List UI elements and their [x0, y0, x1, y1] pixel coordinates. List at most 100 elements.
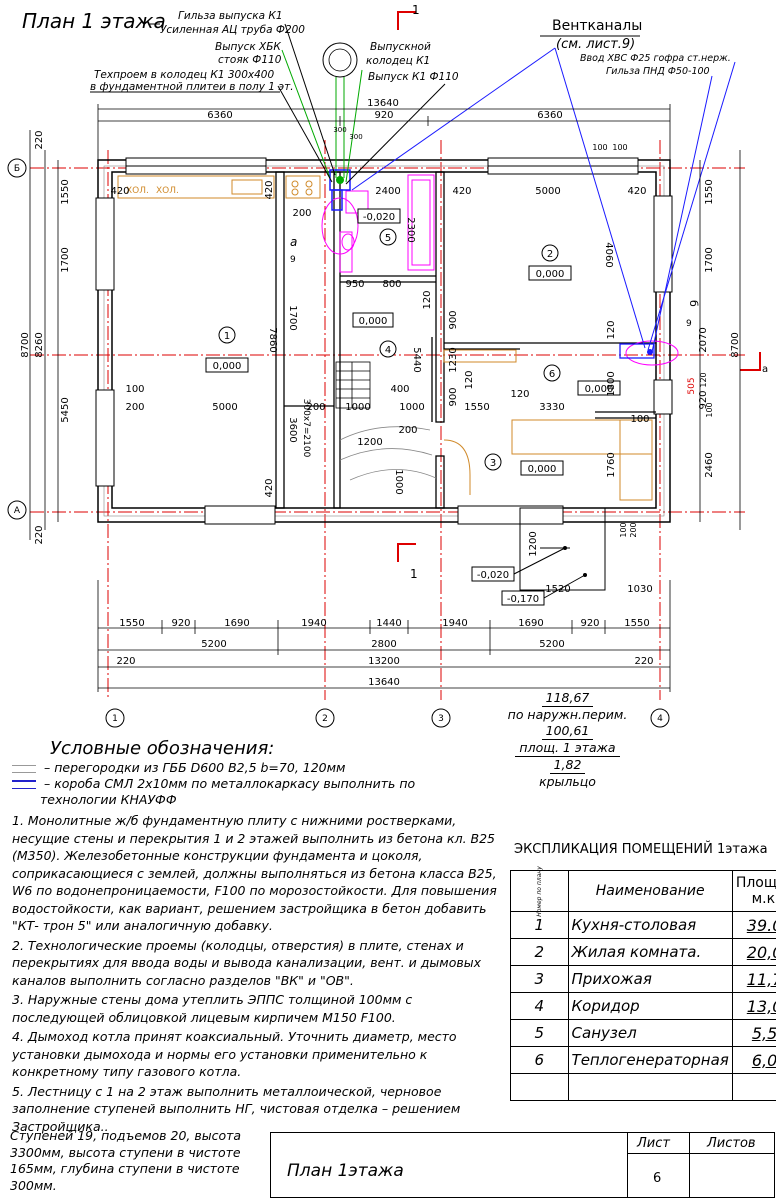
dim-420e: 420 — [264, 478, 275, 497]
callout-kolodec-k1: колодец К1 — [366, 55, 430, 67]
callout-vvod-hvs: Ввод ХВС Ф25 гофра ст.нерж. — [580, 53, 731, 64]
dim-5000b: 5000 — [212, 402, 237, 413]
area-porch: 1,82 — [549, 757, 586, 774]
room-1-level: 0,000 — [213, 361, 242, 372]
legend-item-boxes: – короба СМЛ 2х10мм по металлокаркасу вы… — [12, 776, 415, 792]
kitchen-counter: ХОЛ. ХОЛ. — [117, 175, 321, 199]
fridge-label-1: ХОЛ. — [126, 186, 149, 196]
dim-bottom-r2-0: 5200 — [201, 639, 226, 650]
note-1: 1. Монолитные ж/б фундаментную плиту с н… — [12, 813, 497, 933]
outer-levels: -0,020 -0,170 — [471, 546, 587, 606]
callout-tehproem: Техпроем в колодец К1 300х400 — [94, 69, 274, 81]
dim-right-8700: 8700 — [730, 332, 741, 357]
axis-label-a: А — [14, 506, 21, 516]
callout-tehproem2: в фундаментной плитеи в полу 1 эт. — [90, 81, 294, 93]
dim-right-2460: 2460 — [704, 452, 715, 477]
fridge-label-2: ХОЛ. — [156, 186, 179, 196]
col-num-header: Номер по плану — [510, 866, 569, 916]
partition-symbol-icon — [12, 764, 36, 773]
note-5: 5. Лестницу с 1 на 2 этаж выполнить мета… — [12, 1083, 461, 1134]
dim-top-mid: 920 — [374, 110, 393, 121]
section-mark-b: б — [687, 300, 700, 307]
dim-1030: 1030 — [627, 584, 652, 595]
dim-1000a: 1000 — [345, 402, 370, 413]
dim-420c: 420 — [452, 186, 471, 197]
dim-top-overall: 13640 — [367, 98, 399, 109]
callout-gilza-pnd: Гильза ПНД Ф50-100 — [606, 66, 710, 77]
callout-stoyak: стояк Ф110 — [218, 54, 282, 66]
dim-950: 950 — [345, 279, 364, 290]
plan-title: План 1 этажа — [22, 9, 166, 33]
area-outer-label: по наружн.перим. — [507, 707, 628, 722]
dim-bottom-r1-2: 1690 — [224, 618, 249, 629]
dim-bottom-r2-2: 5200 — [539, 639, 564, 650]
dim-200b: 200 — [125, 402, 144, 413]
dim-100d: 100 — [630, 414, 649, 425]
dim-2070: 2070 — [698, 327, 709, 352]
level-porch-2: -0,170 — [507, 594, 539, 605]
callout-ventkanaly-ref: (см. лист.9) — [556, 37, 635, 52]
dim-100e: 100 — [619, 522, 628, 537]
axis-bubbles — [7, 158, 670, 728]
dim-lines-left — [29, 130, 59, 540]
room-6-num: 6 — [549, 369, 555, 380]
dim-1700a: 1700 — [287, 305, 298, 330]
dim-300x7: 300х7=2100 — [301, 399, 311, 458]
outer-walls — [97, 159, 671, 523]
dim-200d: 200 — [398, 425, 417, 436]
section-mark-top: 1 — [412, 3, 420, 17]
table-row-empty — [510, 1073, 776, 1101]
area-outer: 118,67 — [541, 690, 594, 707]
dim-200c: 200 — [306, 402, 325, 413]
dim-top-300b: 300 — [349, 133, 362, 141]
bathroom-fixtures — [321, 174, 679, 366]
legend-item2-text: – короба СМЛ 2х10мм по металлокаркасу вы… — [43, 776, 416, 791]
stamp-title: План 1этажа — [287, 1161, 404, 1181]
dim-120b: 120 — [464, 370, 475, 389]
dim-1800: 1800 — [606, 371, 617, 396]
dim-420b: 420 — [264, 180, 275, 199]
dim-120a: 120 — [422, 290, 433, 309]
dim-5000a: 5000 — [535, 186, 560, 197]
dim-1550: 1550 — [464, 402, 489, 413]
dim-bottom-r1-1: 920 — [171, 618, 190, 629]
axis-label-1: 1 — [112, 714, 118, 724]
dim-900a: 900 — [448, 310, 459, 329]
dim-bottom-r1-7: 920 — [580, 618, 599, 629]
legend-item2b-text: технологии КНАУФФ — [40, 792, 177, 807]
dim-400: 400 — [390, 384, 409, 395]
dim-right-100: 100 — [705, 402, 714, 417]
boiler-room-bench — [443, 349, 653, 501]
dim-lines-bottom — [97, 580, 671, 692]
level-porch-1: -0,020 — [477, 570, 509, 581]
explication-table: Номер по плану Наименование Площадь м.кв… — [510, 866, 776, 1101]
dim-120e: 120 — [699, 372, 708, 387]
dim-bottom-r1-5: 1940 — [442, 618, 467, 629]
area-floor-label: площ. 1 этажа — [515, 740, 620, 757]
dim-lines-right — [699, 150, 741, 530]
room-5-level: -0,020 — [363, 212, 395, 223]
dim-bottom-r3-0: 220 — [116, 656, 135, 667]
dim-bottom-r4: 13640 — [368, 677, 400, 688]
dim-text-right: 1550 1700 8700 2460 100 — [704, 179, 741, 477]
dim-1760: 1760 — [606, 452, 617, 477]
section-marks — [397, 11, 761, 562]
area-porch-label: крыльцо — [539, 774, 596, 789]
dim-bottom-r1-4: 1440 — [376, 618, 401, 629]
room-4-num: 4 — [385, 345, 391, 356]
stamp-sheets-label: Листов — [707, 1136, 756, 1151]
stairs — [335, 361, 437, 481]
explication-title: ЭКСПЛИКАЦИЯ ПОМЕЩЕНИЙ 1этажа — [514, 842, 768, 857]
note-4: 4. Дымоход котла принят коаксиальный. Ут… — [12, 1029, 457, 1079]
axis-label-3: 3 — [438, 714, 444, 724]
dim-bottom-r3-2: 220 — [634, 656, 653, 667]
dim-100c: 100 — [125, 384, 144, 395]
callout-vypusk-hbk: Выпуск ХБК — [215, 41, 281, 53]
dim-3330: 3330 — [539, 402, 564, 413]
dim-bottom-r3-1: 13200 — [368, 656, 400, 667]
